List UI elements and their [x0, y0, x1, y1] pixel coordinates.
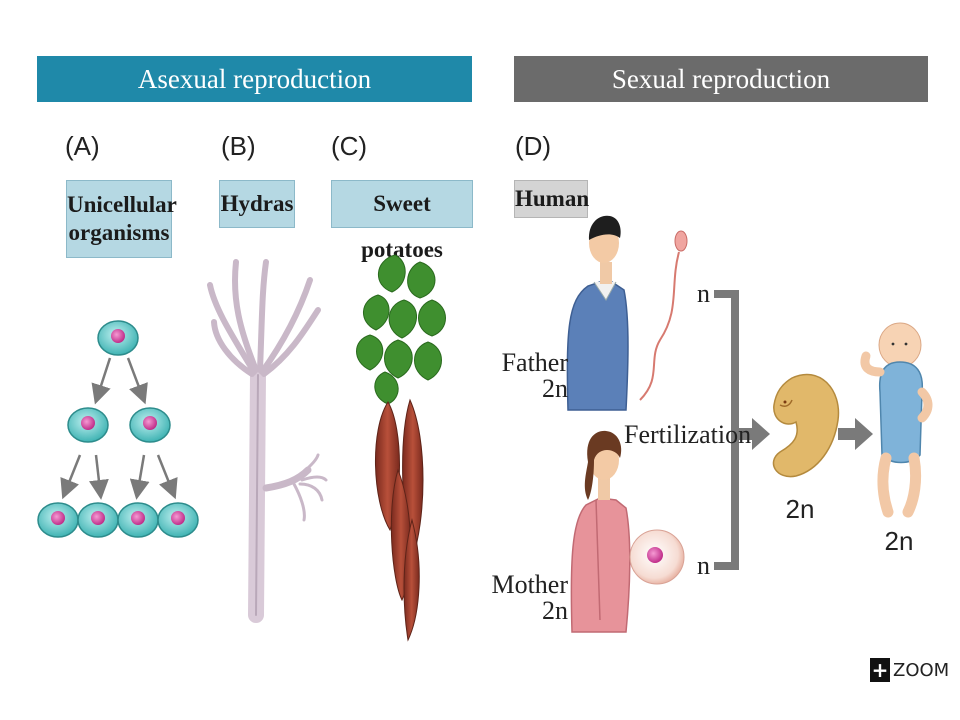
unicellular-division-tree [37, 320, 199, 538]
fertilization-arrow [735, 418, 770, 450]
mother-ploidy: 2n [542, 596, 568, 625]
unicellular-label-line1: Unicellular [67, 192, 177, 217]
zoom-button[interactable]: + ZOOM [870, 657, 949, 683]
baby-illustration [860, 322, 933, 518]
panel-d-letter: (D) [515, 131, 552, 161]
sexual-reproduction-header: Sexual reproduction [514, 56, 928, 102]
father-text: Father [501, 348, 568, 377]
panel-a-letter: (A) [65, 131, 100, 161]
fertilization-label: Fertilization [624, 420, 752, 449]
development-arrow [838, 418, 873, 450]
hydras-label: Hydras [219, 180, 295, 228]
father-label: Father 2n [490, 350, 568, 402]
sperm-cell [639, 230, 688, 401]
sweet-potato-leaves [356, 254, 446, 405]
human-label: Human [514, 180, 589, 218]
father-figure [566, 215, 629, 411]
sweet-potato-roots [375, 398, 424, 642]
father-ploidy: 2n [542, 374, 568, 403]
egg-cell [629, 529, 685, 585]
cell-generation-3 [37, 502, 199, 538]
mother-label: Mother 2n [490, 572, 568, 624]
cell-generation-2 [67, 407, 171, 443]
mother-figure [570, 430, 631, 633]
embryo-ploidy-label: 2n [785, 494, 815, 524]
hydra-illustration [207, 259, 328, 623]
cell-generation-1 [97, 320, 139, 356]
sperm-ploidy-label: n [697, 279, 710, 308]
unicellular-organisms-label: Unicellular organisms [66, 180, 177, 258]
zoom-label: ZOOM [893, 659, 950, 681]
panel-b-letter: (B) [221, 131, 256, 161]
mother-text: Mother [491, 570, 568, 599]
sweet-potato-illustration [356, 254, 446, 642]
asexual-reproduction-header: Asexual reproduction [37, 56, 472, 102]
panel-c-letter: (C) [331, 131, 368, 161]
egg-ploidy-label: n [697, 551, 710, 580]
baby-ploidy-label: 2n [884, 526, 914, 556]
zoom-plus-icon: + [870, 658, 890, 682]
unicellular-label-line2: organisms [68, 220, 170, 245]
embryo-illustration [772, 373, 840, 478]
sweet-potatoes-label: Sweet potatoes [331, 180, 473, 262]
